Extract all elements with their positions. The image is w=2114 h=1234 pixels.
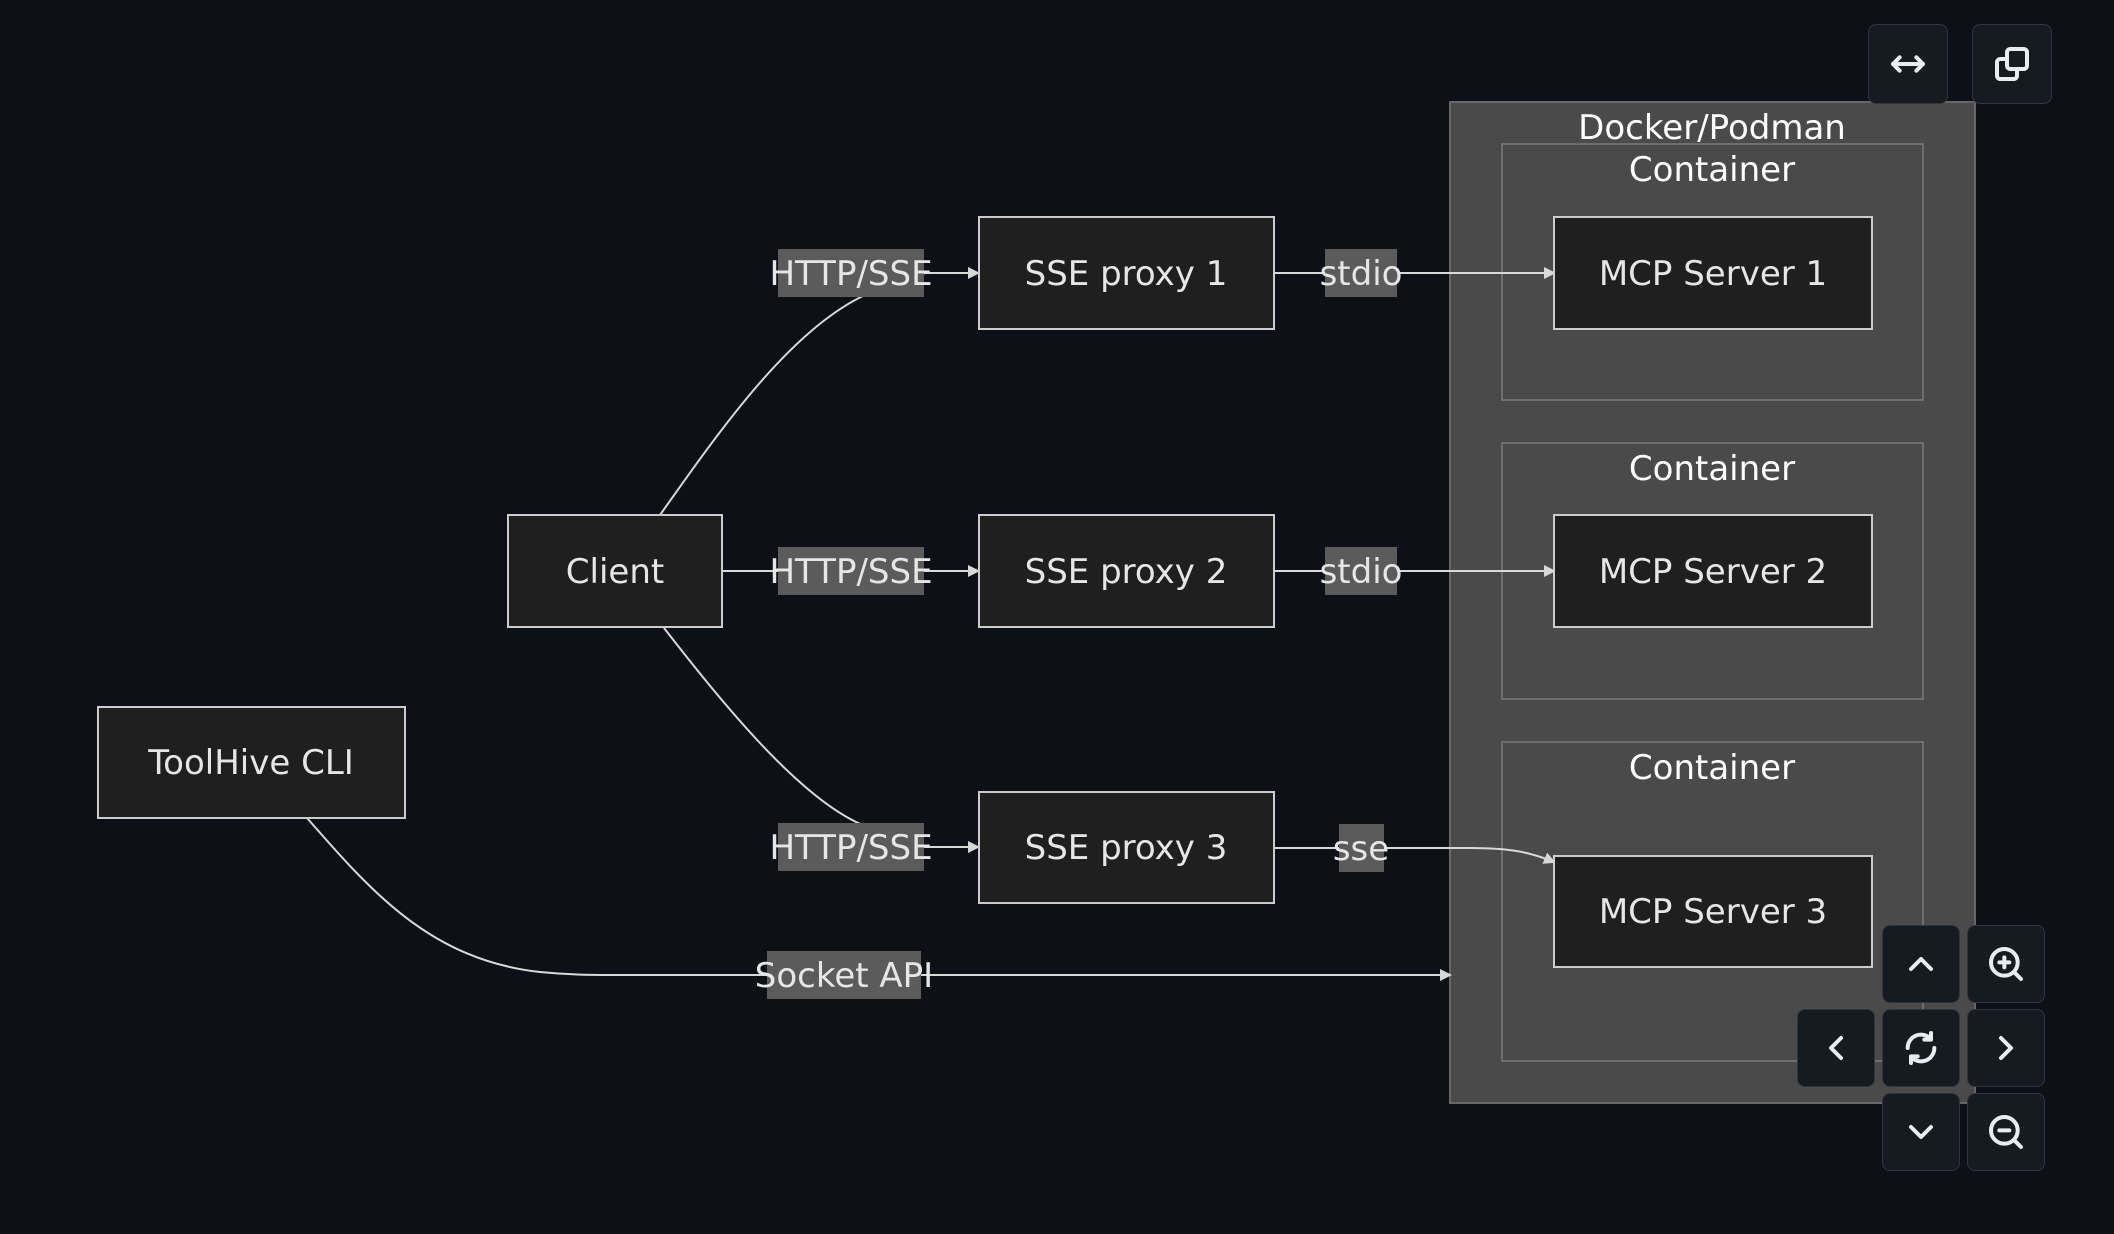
edge-label-proxy1-server1: stdio [1320, 249, 1403, 297]
zoom-out-button[interactable] [1967, 1093, 2045, 1171]
edge-label-proxy3-server3: sse [1333, 824, 1389, 872]
refresh-icon [1905, 1031, 1937, 1065]
edge-cli-runtime [306, 817, 1452, 981]
edge-client-proxy1 [659, 267, 980, 516]
copy-button[interactable] [1972, 24, 2052, 104]
svg-text:MCP Server 3: MCP Server 3 [1599, 892, 1827, 932]
svg-text:SSE proxy 3: SSE proxy 3 [1025, 828, 1228, 868]
pan-left-button[interactable] [1797, 1009, 1875, 1087]
zoom-in-icon [1989, 947, 2023, 981]
zoom-out-icon [1989, 1115, 2023, 1149]
node-mcp-server-2: MCP Server 2 [1553, 514, 1873, 628]
edge-label-client-proxy1: HTTP/SSE [769, 249, 933, 297]
node-sse-proxy-2: SSE proxy 2 [978, 514, 1275, 628]
arrows-horizontal-icon [1891, 55, 1925, 73]
container-cluster-2-label: Container [1629, 449, 1795, 489]
runtime-cluster-label: Docker/Podman [1578, 108, 1846, 148]
svg-text:stdio: stdio [1320, 254, 1403, 294]
svg-text:SSE proxy 1: SSE proxy 1 [1025, 254, 1228, 294]
chevron-left-icon [1829, 1036, 1843, 1060]
node-toolhive-cli: ToolHive CLI [97, 706, 406, 819]
node-client: Client [507, 514, 723, 628]
svg-text:MCP Server 2: MCP Server 2 [1599, 552, 1827, 592]
edge-label-client-proxy3: HTTP/SSE [769, 823, 933, 871]
pan-right-button[interactable] [1967, 1009, 2045, 1087]
node-sse-proxy-1: SSE proxy 1 [978, 216, 1275, 330]
pan-down-button[interactable] [1882, 1093, 1960, 1171]
edge-label-proxy2-server2: stdio [1320, 547, 1403, 595]
container-cluster-1-label: Container [1629, 150, 1795, 190]
edge-client-proxy3 [663, 627, 980, 853]
edge-proxy3-server3 [1274, 847, 1556, 864]
node-mcp-server-3: MCP Server 3 [1553, 855, 1873, 968]
pan-up-button[interactable] [1882, 925, 1960, 1003]
svg-text:HTTP/SSE: HTTP/SSE [769, 254, 932, 294]
chevron-down-icon [1909, 1125, 1933, 1139]
fit-width-button[interactable] [1868, 24, 1948, 104]
edge-label-client-proxy2: HTTP/SSE [769, 547, 933, 595]
svg-text:Socket API: Socket API [755, 956, 933, 996]
chevron-up-icon [1909, 957, 1933, 971]
svg-text:stdio: stdio [1320, 552, 1403, 592]
svg-text:MCP Server 1: MCP Server 1 [1599, 254, 1827, 294]
svg-text:sse: sse [1333, 829, 1389, 869]
copy-icon [1995, 47, 2029, 81]
zoom-in-button[interactable] [1967, 925, 2045, 1003]
svg-text:HTTP/SSE: HTTP/SSE [769, 552, 932, 592]
svg-text:ToolHive CLI: ToolHive CLI [147, 743, 354, 783]
container-cluster-3-label: Container [1629, 748, 1795, 788]
node-sse-proxy-3: SSE proxy 3 [978, 791, 1275, 904]
chevron-right-icon [1999, 1036, 2013, 1060]
svg-text:HTTP/SSE: HTTP/SSE [769, 828, 932, 868]
svg-text:SSE proxy 2: SSE proxy 2 [1025, 552, 1228, 592]
edge-label-cli-runtime: Socket API [755, 951, 933, 999]
svg-text:Client: Client [566, 552, 664, 592]
reset-view-button[interactable] [1882, 1009, 1960, 1087]
node-mcp-server-1: MCP Server 1 [1553, 216, 1873, 330]
